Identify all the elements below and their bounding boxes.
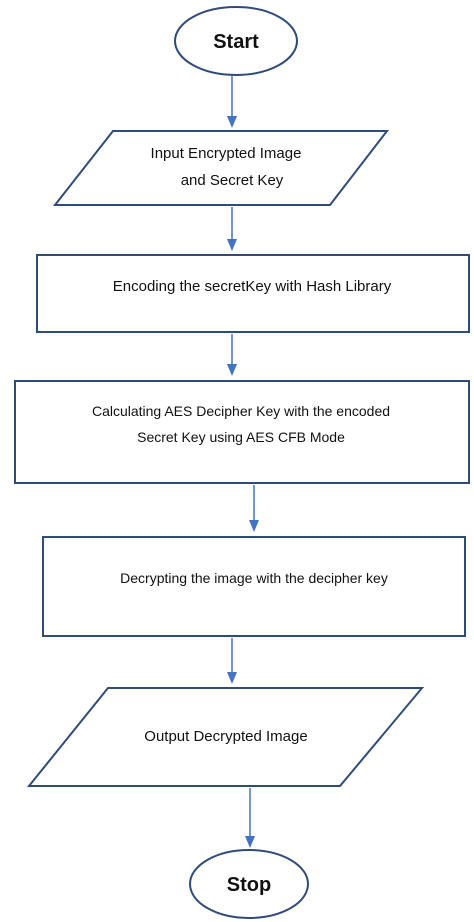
calculate-label-line1: Calculating AES Decipher Key with the en… (92, 403, 390, 419)
output-label: Output Decrypted Image (144, 728, 307, 745)
start-label: Start (213, 31, 259, 53)
encode-label: Encoding the secretKey with Hash Library (113, 278, 392, 295)
decrypt-process-box (42, 536, 466, 637)
output-parallelogram (26, 687, 425, 787)
input-label-line1: Input Encrypted Image (151, 145, 302, 162)
encode-process-box (36, 254, 470, 333)
stop-terminator (189, 849, 309, 919)
decrypt-label: Decrypting the image with the decipher k… (120, 570, 388, 586)
calculate-process-box (14, 380, 470, 484)
start-terminator (174, 6, 298, 76)
stop-label: Stop (227, 874, 271, 896)
calculate-label-line2: Secret Key using AES CFB Mode (137, 429, 345, 445)
input-parallelogram (52, 130, 390, 206)
input-label-line2: and Secret Key (181, 172, 284, 189)
